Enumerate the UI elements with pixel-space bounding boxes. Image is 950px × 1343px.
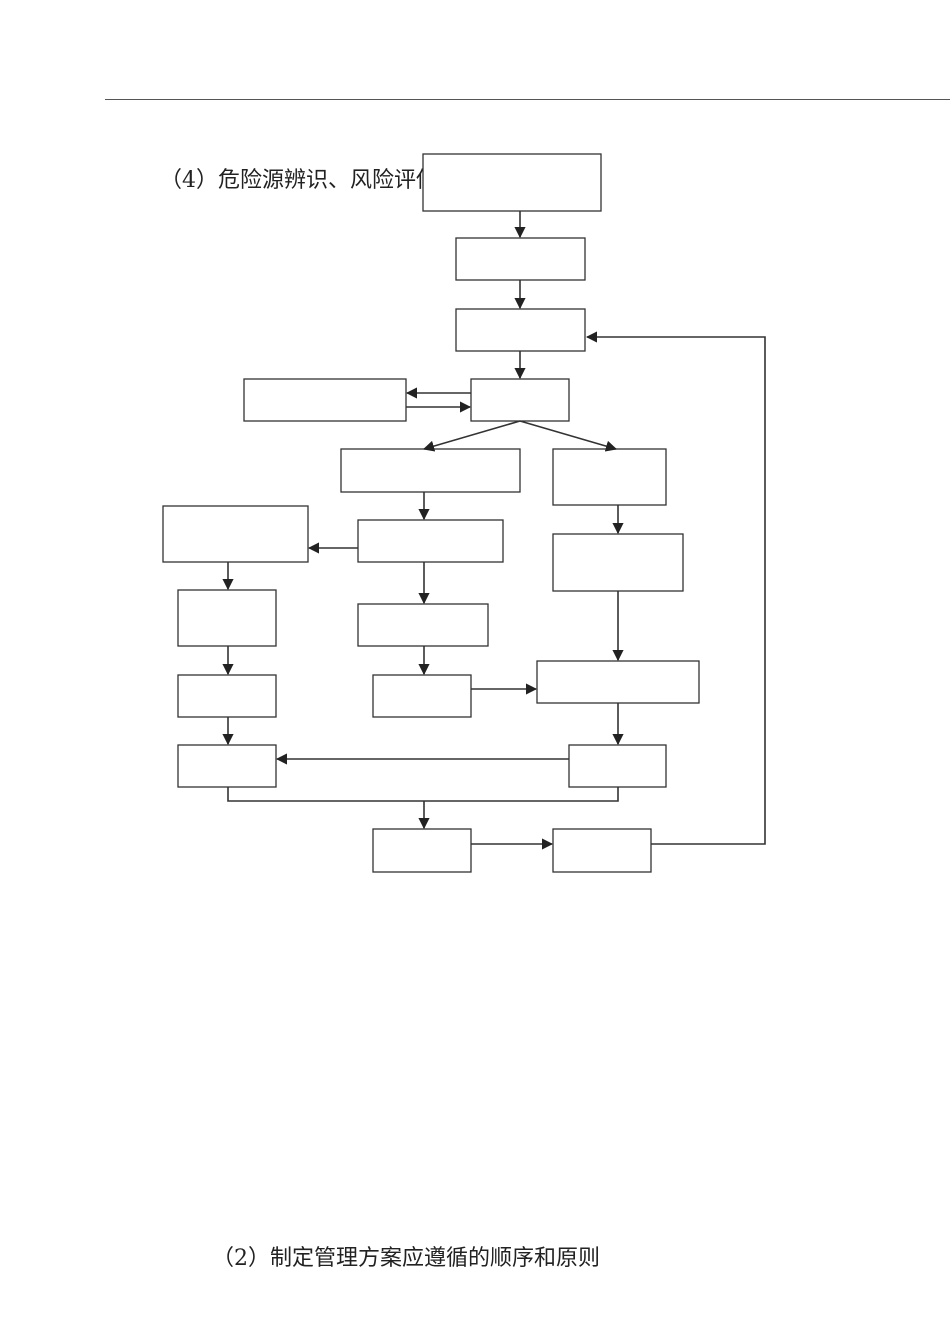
flow-box-right-2 bbox=[536, 660, 700, 704]
flow-box-end-1 bbox=[372, 828, 472, 873]
flow-box-3 bbox=[455, 308, 586, 352]
flow-box-left-side bbox=[243, 378, 407, 422]
flow-box-end-2 bbox=[552, 828, 652, 873]
flow-box-branch-left bbox=[340, 448, 521, 493]
arrow-feedback-loop bbox=[585, 331, 766, 845]
flow-box-merge-left bbox=[177, 744, 277, 788]
flow-box-right-1 bbox=[552, 533, 684, 592]
flow-box-branch-right bbox=[552, 448, 667, 506]
flow-box-2 bbox=[455, 237, 586, 281]
section-heading-2: （2）制定管理方案应遵循的顺序和原则 bbox=[212, 1246, 600, 1271]
flow-box-mid-3 bbox=[372, 674, 472, 718]
flow-box-far-left-3 bbox=[177, 674, 277, 718]
header-rule bbox=[105, 99, 950, 100]
flow-box-start bbox=[422, 153, 602, 212]
flow-box-merge-right bbox=[568, 744, 667, 788]
flow-box-mid-1 bbox=[357, 519, 504, 563]
flow-box-mid-2 bbox=[357, 603, 489, 647]
connector-merge-bracket bbox=[227, 787, 619, 802]
arrow-4-to-branch-right bbox=[519, 420, 618, 452]
flow-box-far-left bbox=[162, 505, 309, 563]
arrow-4-to-branch-left bbox=[422, 420, 521, 452]
flow-box-4 bbox=[470, 378, 570, 422]
flow-box-far-left-2 bbox=[177, 589, 277, 647]
